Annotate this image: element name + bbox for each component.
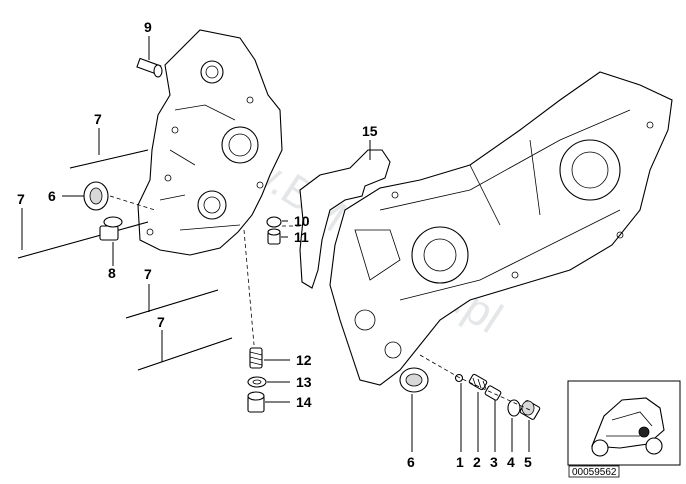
callout-4: 4	[507, 454, 515, 470]
callout-12: 12	[296, 352, 312, 368]
callout-6: 6	[407, 454, 415, 470]
callout-7: 7	[144, 266, 152, 282]
callout-6: 6	[48, 188, 56, 204]
document-id: 00059562	[572, 467, 617, 478]
compression-spring	[249, 347, 263, 369]
callout-9: 9	[144, 19, 152, 35]
screw-plug	[247, 391, 265, 413]
left-crankcase-half	[137, 29, 283, 256]
piston	[484, 385, 502, 401]
stud-bolt-upper	[69, 149, 149, 169]
callout-14: 14	[296, 394, 312, 410]
callout-2: 2	[473, 454, 481, 470]
callout-7: 7	[94, 111, 102, 127]
callout-7: 7	[17, 191, 25, 207]
screw-plug-right	[519, 400, 541, 420]
inset-thumbnail: 00059562	[567, 380, 681, 478]
stud-bolt-low	[137, 337, 233, 371]
ball-bearing-left	[83, 181, 109, 211]
sensor	[99, 216, 123, 241]
callout-7: 7	[157, 314, 165, 330]
dowel-screw	[136, 57, 163, 78]
ball-bearing-right	[399, 367, 429, 393]
plug	[267, 228, 281, 245]
callout-3: 3	[490, 454, 498, 470]
callout-5: 5	[524, 454, 532, 470]
stud-bolt-mid	[125, 289, 219, 319]
sealing-ring	[247, 376, 267, 388]
sealing-ring-small	[266, 216, 282, 228]
scooter-icon	[591, 397, 665, 457]
pressure-spring	[468, 373, 488, 391]
ball	[454, 373, 464, 383]
callout-10: 10	[294, 213, 310, 229]
right-crankcase-half	[329, 71, 673, 386]
callout-1: 1	[456, 454, 464, 470]
stud-bolt-long	[17, 221, 149, 259]
callout-11: 11	[294, 229, 309, 245]
callout-13: 13	[296, 374, 312, 390]
gasket	[299, 149, 391, 289]
callout-8: 8	[108, 265, 116, 281]
callout-15: 15	[362, 123, 378, 139]
